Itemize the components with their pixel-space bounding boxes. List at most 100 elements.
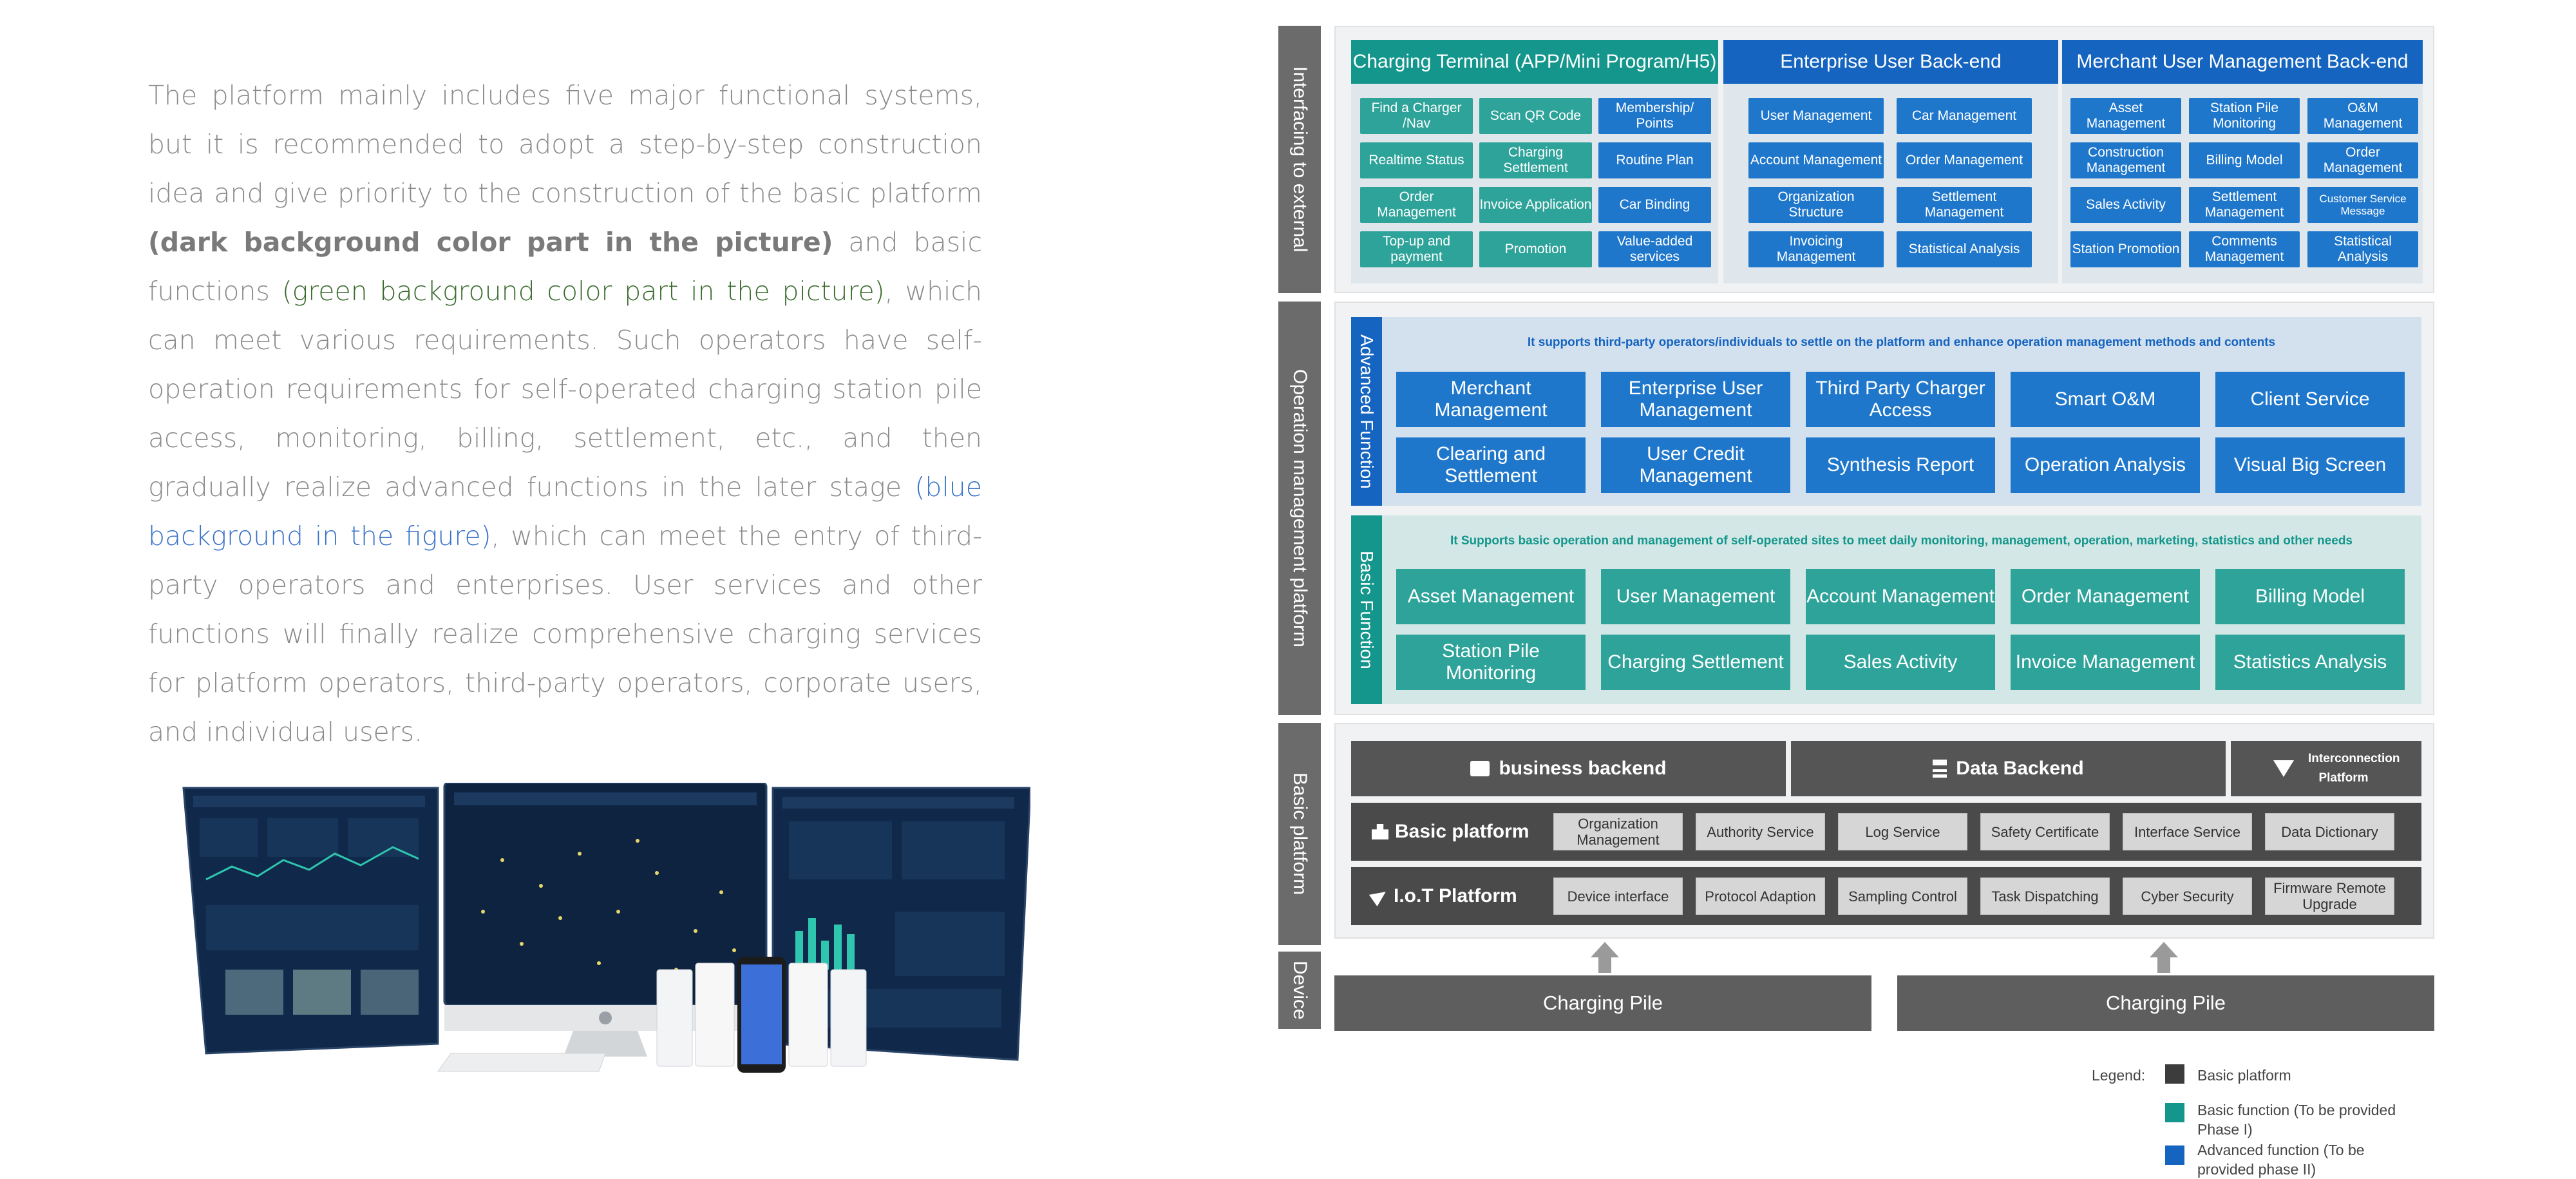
ct-item-charging-settlement: Charging Settlement [1479, 142, 1592, 178]
data-backend-label: Data Backend [1956, 758, 2084, 779]
ct-item-promotion: Promotion [1479, 231, 1592, 267]
iot-item-cyber-security: Cyber Security [2123, 877, 2252, 915]
iot-platform-row-text: I.o.T Platform [1394, 885, 1517, 906]
adv-item-user-credit: User Credit Management [1601, 437, 1790, 493]
mer-item-order-management: Order Management [2307, 142, 2418, 178]
bf-item-account-management: Account Management [1806, 569, 1995, 624]
charging-pile-2: Charging Pile [1897, 975, 2434, 1031]
bp-item-interface-service: Interface Service [2123, 813, 2252, 850]
basic-platform-row-text: Basic platform [1395, 821, 1530, 842]
ent-item-car-management: Car Management [1897, 98, 2032, 134]
bf-item-invoice-management: Invoice Management [2011, 635, 2200, 690]
ct-item-value-added: Value-added services [1598, 231, 1711, 267]
advanced-function-items: Merchant Management Enterprise User Mana… [1396, 372, 2407, 494]
basic-platform-row-label: Basic platform [1372, 803, 1565, 861]
basic-function-tab: Basic Function [1351, 515, 1382, 704]
iot-item-sampling-control: Sampling Control [1838, 877, 1967, 915]
adv-item-client-service: Client Service [2215, 372, 2405, 427]
iot-item-protocol-adaption: Protocol Adaption [1696, 877, 1825, 915]
briefcase-icon [1470, 761, 1490, 776]
ct-item-membership: Membership/ Points [1598, 98, 1711, 134]
mer-item-station-promotion: Station Promotion [2070, 231, 2181, 267]
ct-item-order-management: Order Management [1360, 187, 1473, 223]
iot-platform-items: Device interface Protocol Adaption Sampl… [1553, 877, 2403, 915]
mer-item-settlement-management: Settlement Management [2189, 187, 2300, 223]
mer-item-asset-management: Asset Management [2070, 98, 2181, 134]
funnel-icon [2273, 760, 2294, 777]
bf-item-user-management: User Management [1601, 569, 1790, 624]
iot-platform-row-label: I.o.T Platform [1368, 867, 1565, 925]
legend-label-basic-function: Basic function (To be provided Phase I) [2197, 1102, 2396, 1138]
business-backend-bar: business backend [1351, 741, 1786, 796]
intro-text-1: The platform mainly includes five major … [148, 80, 982, 209]
bf-item-statistics-analysis: Statistics Analysis [2215, 635, 2405, 690]
bf-item-asset-management: Asset Management [1396, 569, 1586, 624]
basic-platform-items: Organization Management Authority Servic… [1553, 813, 2403, 850]
charging-pile-1: Charging Pile [1334, 975, 1871, 1031]
adv-item-enterprise-user-management: Enterprise User Management [1601, 372, 1790, 427]
ent-item-statistical-analysis: Statistical Analysis [1897, 231, 2032, 267]
bp-item-log-service: Log Service [1838, 813, 1967, 850]
mer-item-sales-activity: Sales Activity [2070, 187, 2181, 223]
iot-item-device-interface: Device interface [1553, 877, 1683, 915]
side-label-interfacing: Interfacing to external [1278, 26, 1321, 293]
mer-item-om-management: O&M Management [2307, 98, 2418, 134]
product-screens-image [180, 781, 1032, 1086]
side-label-device: Device [1278, 952, 1321, 1029]
side-label-interfacing-text: Interfacing to external [1289, 66, 1311, 253]
basic-function-items: Asset Management User Management Account… [1396, 569, 2407, 691]
ent-item-settlement-management: Settlement Management [1897, 187, 2032, 223]
adv-item-merchant-management: Merchant Management [1396, 372, 1586, 427]
side-label-operation: Operation management platform [1278, 302, 1321, 715]
bp-item-safety-certificate: Safety Certificate [1980, 813, 2110, 850]
ent-item-invoicing-management: Invoicing Management [1748, 231, 1884, 267]
side-label-basic: Basic platform [1278, 723, 1321, 945]
legend-label-basic-platform: Basic platform [2197, 1067, 2291, 1084]
iot-item-task-dispatching: Task Dispatching [1980, 877, 2110, 915]
adv-item-clearing-settlement: Clearing and Settlement [1396, 437, 1586, 493]
intro-dark-note: (dark background color part in the pictu… [148, 227, 833, 258]
send-icon [1368, 886, 1390, 906]
mer-item-billing-model: Billing Model [2189, 142, 2300, 178]
mer-item-statistical-analysis: Statistical Analysis [2307, 231, 2418, 267]
ct-item-routine-plan: Routine Plan [1598, 142, 1711, 178]
basic-function-note: It Supports basic operation and manageme… [1450, 534, 2353, 548]
bf-item-charging-settlement: Charging Settlement [1601, 635, 1790, 690]
merchant-items: Asset Management Station Pile Monitoring… [2070, 98, 2418, 272]
ct-item-topup: Top-up and payment [1360, 231, 1473, 267]
arrow-up-icon [1591, 942, 1619, 973]
adv-item-visual-big-screen: Visual Big Screen [2215, 437, 2405, 493]
merchant-header: Merchant User Management Back-end [2062, 40, 2423, 84]
mer-item-comments-management: Comments Management [2189, 231, 2300, 267]
ct-item-scan-qr: Scan QR Code [1479, 98, 1592, 134]
ct-item-car-binding: Car Binding [1598, 187, 1711, 223]
charging-terminal-header: Charging Terminal (APP/Mini Program/H5) [1351, 40, 1718, 84]
ct-item-invoice-application: Invoice Application [1479, 187, 1592, 223]
side-label-device-text: Device [1289, 961, 1311, 1020]
building-icon [1372, 824, 1388, 839]
charging-terminal-items: Find a Charger /Nav Scan QR Code Members… [1360, 98, 1711, 272]
bp-item-data-dictionary: Data Dictionary [2265, 813, 2394, 850]
business-backend-label: business backend [1499, 758, 1667, 779]
ent-item-organization-structure: Organization Structure [1748, 187, 1884, 223]
iot-item-firmware-upgrade: Firmware Remote Upgrade [2265, 877, 2394, 915]
bf-item-billing-model: Billing Model [2215, 569, 2405, 624]
ct-item-find-charger: Find a Charger /Nav [1360, 98, 1473, 134]
intro-blue-note: (blue background in the figure) [148, 472, 982, 551]
interconnection-bar: Interconnection Platform [2231, 741, 2421, 796]
bf-item-station-pile-monitoring: Station Pile Monitoring [1396, 635, 1586, 690]
side-label-basic-text: Basic platform [1289, 772, 1311, 896]
legend-swatch-advanced-function [2165, 1145, 2184, 1165]
legend-swatch-basic-function [2165, 1103, 2184, 1122]
enterprise-items: User Management Car Management Account M… [1748, 98, 2032, 272]
mer-item-construction-management: Construction Management [2070, 142, 2181, 178]
ent-item-order-management: Order Management [1897, 142, 2032, 178]
ct-item-realtime-status: Realtime Status [1360, 142, 1473, 178]
bp-item-authority-service: Authority Service [1696, 813, 1825, 850]
basic-function-label: Basic Function [1357, 550, 1377, 669]
enterprise-header: Enterprise User Back-end [1723, 40, 2058, 84]
intro-text-2: and basic functions [148, 227, 982, 307]
adv-item-operation-analysis: Operation Analysis [2011, 437, 2200, 493]
advanced-function-tab: Advanced Function [1351, 317, 1382, 506]
advanced-function-label: Advanced Function [1357, 334, 1377, 489]
